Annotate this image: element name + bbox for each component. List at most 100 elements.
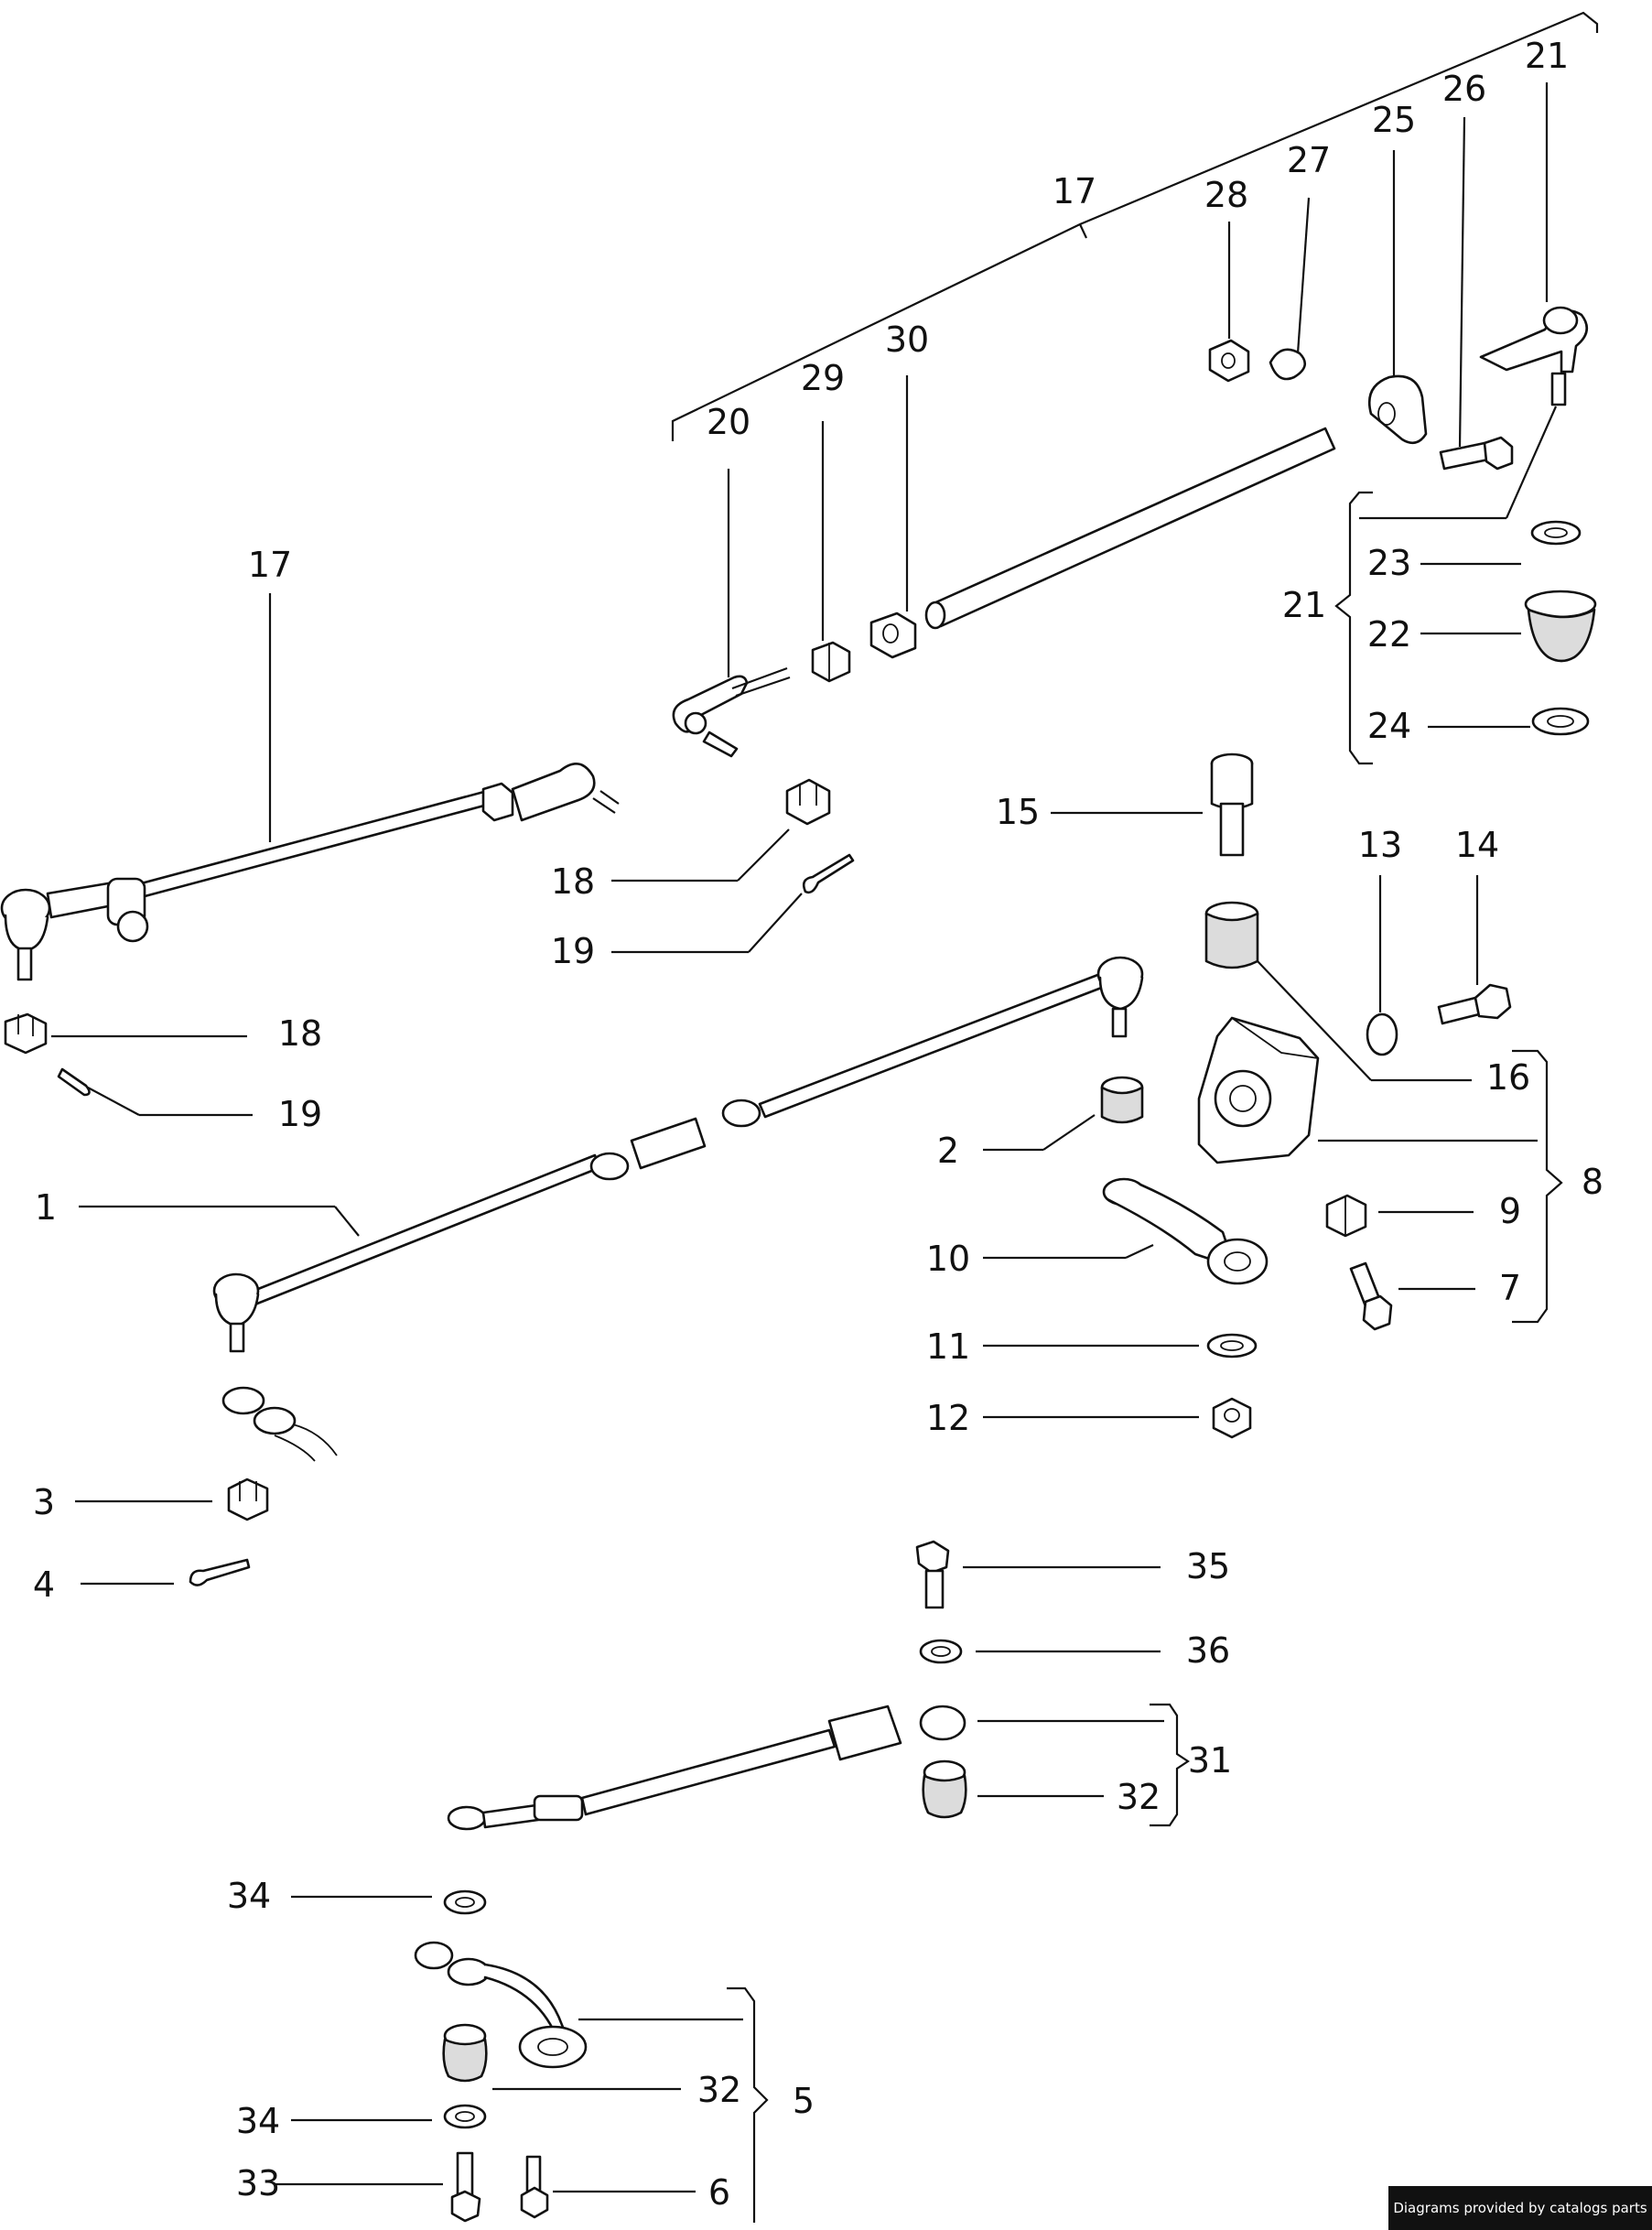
credit-banner: Diagrams provided by catalogs parts [1388,2186,1652,2230]
part-25-clamp [1367,374,1428,445]
callout-17-left: 17 [248,545,292,585]
callout-34-lower: 34 [236,2101,280,2141]
part-18-castle-nut-mid [785,778,831,826]
part-24-washer-hole [1547,715,1574,728]
part-34-washer-lower-hole [455,2111,475,2122]
part-28-nut [1208,339,1250,383]
part-21-tie-rod-end [1479,306,1589,406]
part-34-washer-lower [443,2104,487,2129]
part-32-bushing-upper [922,1759,967,1819]
leader-2-angle [1042,1114,1096,1151]
callout-18-left: 18 [278,1013,322,1054]
callout-20: 20 [707,402,750,442]
part-30-clamp-nut [869,612,917,659]
part-35-bolt [915,1540,950,1609]
part-29-nut [811,641,851,683]
leader-18-mid-angle [737,828,790,882]
callout-14: 14 [1455,825,1499,865]
callout-12: 12 [926,1398,970,1438]
part-23-washer [1530,520,1582,546]
part-20-tie-rod-end [672,666,791,758]
part-14-bolt [1437,983,1512,1025]
part-27-lock-washer [1269,348,1307,381]
callout-1: 1 [35,1187,57,1228]
callout-22: 22 [1367,614,1411,655]
callout-32-lower: 32 [697,2070,741,2110]
part-6-bolt [520,2155,549,2219]
callout-9: 9 [1499,1191,1521,1231]
callout-30: 30 [885,319,929,360]
part-11-washer [1206,1333,1258,1359]
callout-10: 10 [926,1239,970,1279]
part-16-bushing [1204,901,1259,969]
part-5-pitman-arm [414,1941,588,2069]
part-34-washer-upper-hole [455,1897,475,1908]
part-36-washer-hole [931,1646,951,1657]
part-9-nut [1325,1194,1367,1238]
part-23-washer-hole [1544,527,1568,538]
part-8-idler-bracket [1197,1016,1320,1164]
callout-5: 5 [793,2081,815,2121]
leader-21-link [1505,406,1558,519]
bracket-8 [1512,1049,1563,1324]
leader-26 [1458,116,1466,448]
callout-17-top: 17 [1053,171,1096,211]
part-7-bolt [1349,1261,1393,1331]
part-11-washer-hole [1220,1340,1244,1351]
callout-35: 35 [1186,1546,1230,1586]
part-32-bushing-lower [442,2023,488,2083]
part-26-bolt [1439,436,1514,471]
callout-8: 8 [1582,1162,1603,1202]
part-15-pin [1210,752,1254,857]
callout-19-left: 19 [278,1094,322,1134]
part-12-nut [1212,1397,1252,1439]
callout-16: 16 [1486,1057,1530,1098]
part-13-washer [1366,1012,1398,1056]
callout-23: 23 [1367,543,1411,583]
part-31-drag-link [447,1705,966,1831]
callout-19-mid: 19 [551,931,595,971]
callout-6: 6 [708,2172,730,2213]
callout-18-mid: 18 [551,861,595,902]
bracket-31 [1150,1703,1190,1827]
callout-31: 31 [1188,1740,1232,1781]
part-19-cotter-pin-mid [802,853,855,894]
part-17-tie-rod-assembly [0,763,620,981]
callout-4: 4 [33,1564,55,1605]
bracket-17-top [671,11,1599,441]
part-18-castle-nut-left [4,1012,48,1055]
leader-16-angle [1257,960,1372,1081]
part-2-bushing [1100,1076,1144,1124]
part-22-boot [1524,590,1597,663]
part-1-tie-rod [212,956,1144,1353]
callout-27: 27 [1287,140,1331,180]
callout-11: 11 [926,1326,970,1367]
part-1-pitman-arm-end [221,1386,338,1462]
part-33-bolt [450,2151,481,2223]
callout-28: 28 [1204,175,1248,215]
callout-32-upper: 32 [1117,1777,1161,1817]
part-36-washer [919,1639,963,1664]
part-17-tie-rod-tube [924,427,1336,630]
callout-15: 15 [996,792,1040,832]
callout-36: 36 [1186,1630,1230,1671]
leader-19-mid-angle [748,893,803,953]
callout-21-side: 21 [1282,585,1326,625]
part-24-washer [1531,707,1590,736]
part-19-cotter-pin-left [57,1067,91,1097]
leader-27 [1296,197,1311,354]
leader-19-left-angle [87,1087,140,1116]
part-10-idler-arm [1102,1177,1269,1285]
bracket-5 [727,1986,769,2223]
leader-10-angle [1125,1244,1154,1259]
callout-33: 33 [236,2163,280,2203]
callout-21-top: 21 [1525,36,1569,76]
callout-29: 29 [801,358,845,398]
callout-3: 3 [33,1482,55,1522]
bracket-21 [1334,491,1373,765]
part-4-cotter-pin [189,1558,251,1586]
callout-7: 7 [1499,1268,1521,1308]
callout-13: 13 [1358,825,1402,865]
callout-24: 24 [1367,706,1411,746]
callout-2: 2 [937,1131,959,1171]
